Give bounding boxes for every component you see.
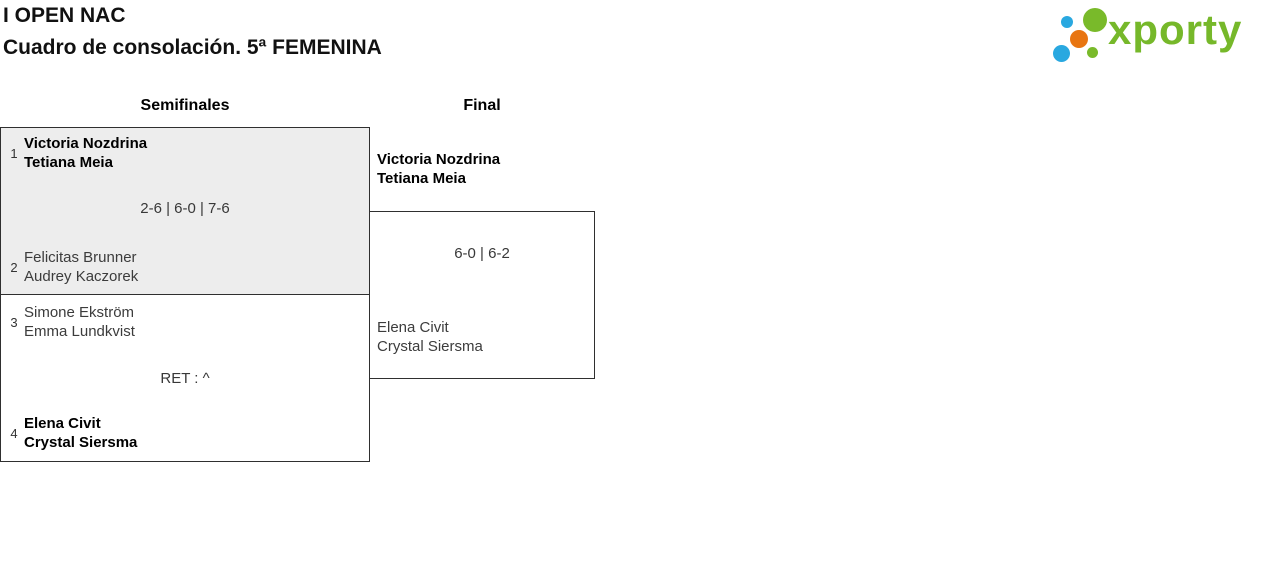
draw-subtitle: Cuadro de consolación. 5ª FEMENINA (3, 36, 382, 59)
player-name: Felicitas Brunner (24, 249, 137, 266)
team-names: Elena Civit Crystal Siersma (24, 414, 137, 452)
player-name: Crystal Siersma (24, 434, 138, 451)
player-name: Tetiana Meia (24, 154, 113, 171)
match-score: 6-0 | 6-2 (454, 245, 510, 262)
match-score: 2-6 | 6-0 | 7-6 (140, 200, 230, 217)
team-names: Simone Ekström Emma Lundkvist (24, 303, 135, 341)
team-row: 4 Elena Civit Crystal Siersma (6, 414, 137, 452)
xporty-logo: xporty (1048, 4, 1276, 72)
seed-number: 1 (10, 145, 18, 161)
round-label-final: Final (463, 97, 501, 114)
logo-wordmark: xporty (1108, 6, 1243, 53)
player-name: Elena Civit (24, 415, 101, 432)
player-name: Crystal Siersma (377, 338, 483, 355)
player-name: Tetiana Meia (377, 170, 466, 187)
seed-number: 3 (10, 314, 18, 330)
logo-dot-green-small-icon (1087, 47, 1098, 58)
semifinal-2-box (0, 295, 370, 462)
player-name: Simone Ekström (24, 304, 135, 321)
match-score: RET : ^ (160, 370, 210, 387)
logo-dot-orange-icon (1070, 30, 1088, 48)
team-names: Victoria Nozdrina Tetiana Meia (24, 134, 147, 172)
seed-number: 4 (10, 425, 18, 441)
team-row: 1 Victoria Nozdrina Tetiana Meia (6, 134, 147, 172)
page-title: I OPEN NAC Cuadro de consolación. 5ª FEM… (3, 0, 382, 64)
logo-dot-green-large-icon (1083, 8, 1107, 32)
semifinal-1-box (0, 127, 370, 295)
team-names: Victoria Nozdrina Tetiana Meia (377, 150, 500, 188)
player-name: Victoria Nozdrina (377, 151, 501, 168)
tournament-title: I OPEN NAC (3, 4, 126, 27)
player-name: Victoria Nozdrina (24, 135, 148, 152)
logo-dot-blue-small-icon (1061, 16, 1073, 28)
round-label-semifinals: Semifinales (140, 97, 230, 114)
seed-number: 2 (10, 259, 18, 275)
final-match-box (369, 211, 595, 379)
player-name: Audrey Kaczorek (24, 268, 139, 285)
team-names: Elena Civit Crystal Siersma (377, 318, 483, 356)
player-name: Emma Lundkvist (24, 323, 135, 340)
team-row: 2 Felicitas Brunner Audrey Kaczorek (6, 248, 138, 286)
logo-dot-blue-medium-icon (1053, 45, 1070, 62)
team-names: Felicitas Brunner Audrey Kaczorek (24, 248, 138, 286)
team-row: 3 Simone Ekström Emma Lundkvist (6, 303, 135, 341)
player-name: Elena Civit (377, 319, 449, 336)
